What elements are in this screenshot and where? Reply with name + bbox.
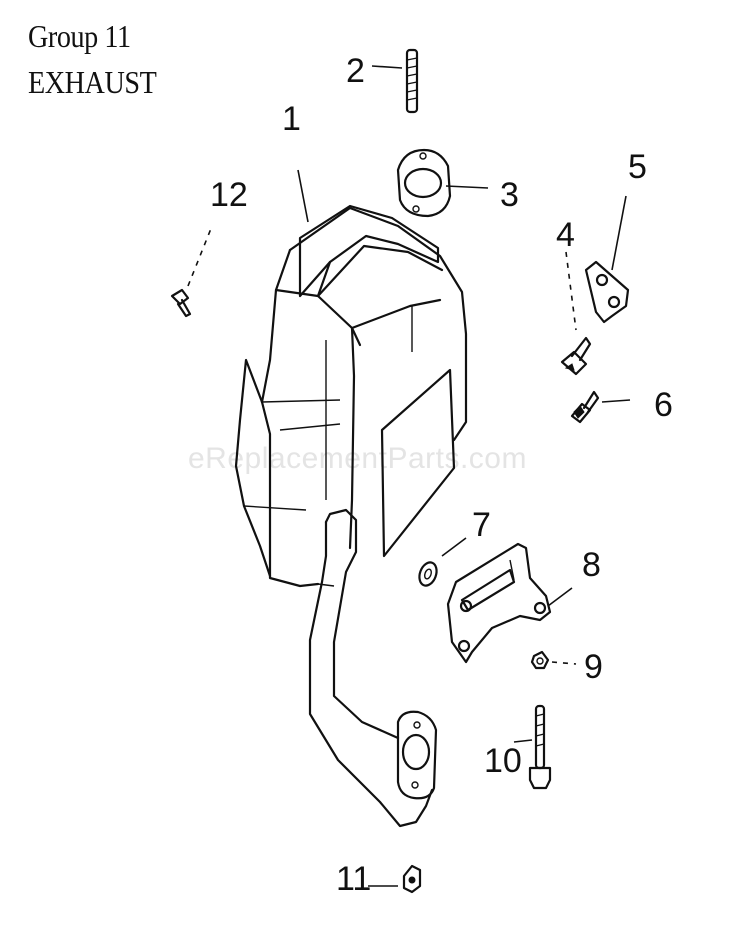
diagram-group-title: Group 11 (28, 18, 131, 54)
stud-part[interactable] (371, 48, 419, 114)
nut-part[interactable] (530, 650, 577, 670)
callout-2: 2 (346, 52, 365, 90)
callout-12: 12 (210, 176, 248, 214)
bolt-part-4[interactable] (560, 251, 592, 376)
diagram-section-title: EXHAUST (28, 64, 157, 100)
bolt-part-6[interactable] (570, 390, 631, 424)
screw-part[interactable] (170, 225, 213, 318)
callout-10: 10 (484, 742, 522, 780)
callout-6: 6 (654, 386, 673, 424)
washer-part[interactable] (416, 537, 467, 588)
callout-11: 11 (336, 860, 371, 898)
callout-4: 4 (556, 216, 575, 254)
callout-9: 9 (584, 648, 603, 686)
bolt-part-10[interactable] (513, 704, 552, 790)
gasket-part[interactable] (396, 148, 489, 218)
callout-1: 1 (282, 100, 301, 138)
callout-3: 3 (500, 176, 519, 214)
bracket-part-5[interactable] (584, 195, 630, 324)
callout-5: 5 (628, 148, 647, 186)
muffler-part[interactable] (234, 204, 468, 828)
bracket-part-8[interactable] (446, 542, 573, 664)
watermark-text: eReplacementParts.com (188, 442, 527, 475)
callout-8: 8 (582, 546, 601, 584)
plug-part[interactable] (368, 864, 422, 894)
callout-7: 7 (472, 506, 491, 544)
leader-line-1 (297, 169, 309, 223)
